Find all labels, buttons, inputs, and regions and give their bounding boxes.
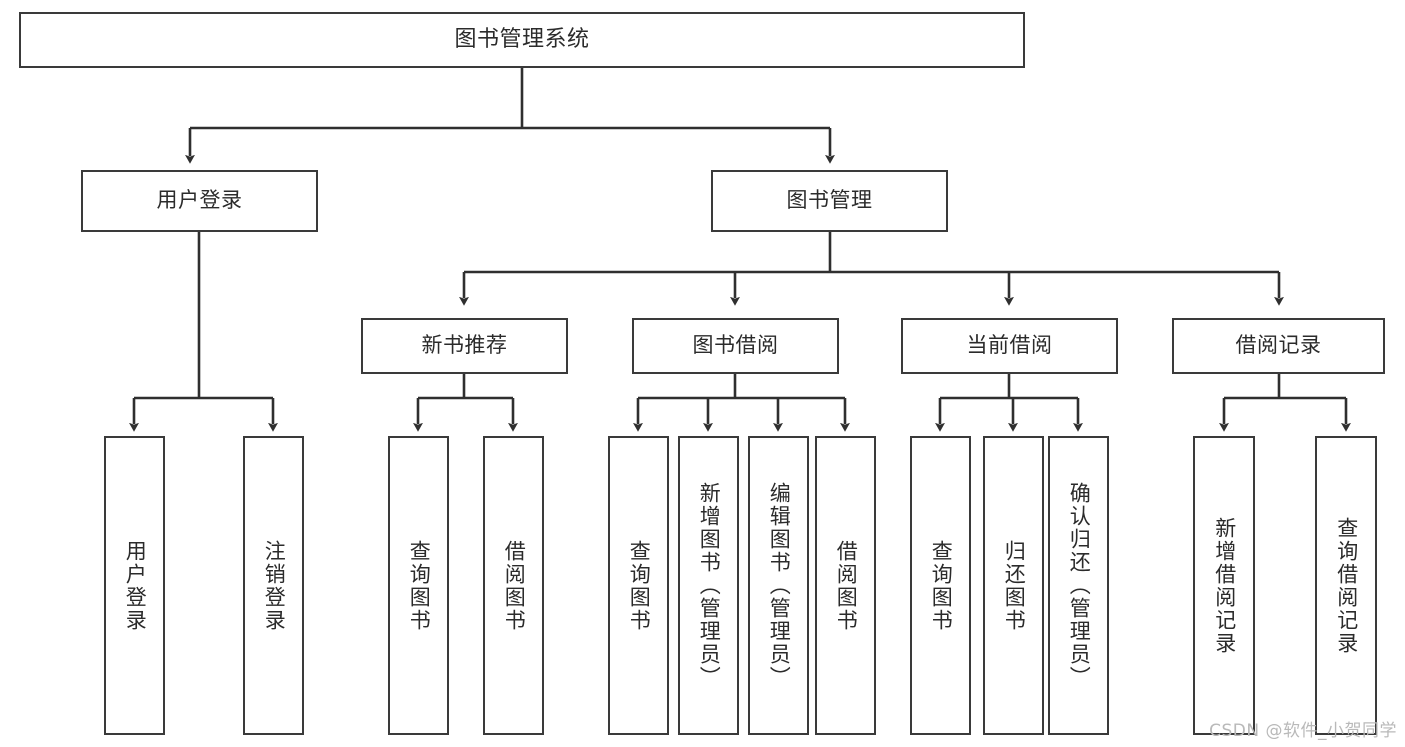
leaf-query-book-rec-label: 查询图书	[407, 539, 432, 632]
leaf-query-book-current-label: 查询图书	[929, 539, 954, 632]
leaf-borrow-book[interactable]: 借阅图书	[815, 436, 876, 735]
node-current-borrow-label: 当前借阅	[966, 333, 1053, 358]
leaf-confirm-return[interactable]: 确认归还（管理员）	[1048, 436, 1109, 735]
node-new-book-rec-label: 新书推荐	[421, 333, 508, 358]
leaf-query-book-current[interactable]: 查询图书	[910, 436, 971, 735]
watermark-text: CSDN @软件_小贺同学	[1209, 721, 1397, 741]
leaf-query-record-label: 查询借阅记录	[1334, 516, 1359, 655]
leaf-add-book[interactable]: 新增图书（管理员）	[678, 436, 739, 735]
node-book-borrow-label: 图书借阅	[692, 333, 779, 358]
node-current-borrow[interactable]: 当前借阅	[901, 318, 1118, 374]
leaf-query-record[interactable]: 查询借阅记录	[1315, 436, 1377, 735]
leaf-query-book-borrow-label: 查询图书	[627, 539, 652, 632]
leaf-query-book-borrow[interactable]: 查询图书	[608, 436, 669, 735]
leaf-borrow-book-rec[interactable]: 借阅图书	[483, 436, 544, 735]
leaf-logout[interactable]: 注销登录	[243, 436, 304, 735]
leaf-borrow-book-label: 借阅图书	[834, 539, 859, 632]
leaf-add-record-label: 新增借阅记录	[1212, 516, 1237, 655]
node-borrow-record[interactable]: 借阅记录	[1172, 318, 1385, 374]
leaf-user-login[interactable]: 用户登录	[104, 436, 165, 735]
node-borrow-record-label: 借阅记录	[1235, 333, 1322, 358]
leaf-query-book-rec[interactable]: 查询图书	[388, 436, 449, 735]
leaf-return-book-label: 归还图书	[1002, 539, 1027, 632]
leaf-add-record[interactable]: 新增借阅记录	[1193, 436, 1255, 735]
leaf-add-book-label: 新增图书（管理员）	[697, 482, 722, 689]
leaf-edit-book-label: 编辑图书（管理员）	[767, 482, 792, 689]
node-user-login[interactable]: 用户登录	[81, 170, 318, 232]
leaf-borrow-book-rec-label: 借阅图书	[502, 539, 527, 632]
node-new-book-rec[interactable]: 新书推荐	[361, 318, 568, 374]
leaf-edit-book[interactable]: 编辑图书（管理员）	[748, 436, 809, 735]
node-book-manage-label: 图书管理	[786, 188, 873, 213]
leaf-logout-label: 注销登录	[262, 539, 287, 632]
node-root[interactable]: 图书管理系统	[19, 12, 1025, 68]
leaf-return-book[interactable]: 归还图书	[983, 436, 1044, 735]
node-book-manage[interactable]: 图书管理	[711, 170, 948, 232]
leaf-confirm-return-label: 确认归还（管理员）	[1067, 482, 1092, 689]
node-book-borrow[interactable]: 图书借阅	[632, 318, 839, 374]
node-user-login-label: 用户登录	[156, 188, 243, 213]
leaf-user-login-label: 用户登录	[123, 539, 148, 632]
node-root-label: 图书管理系统	[454, 26, 590, 52]
